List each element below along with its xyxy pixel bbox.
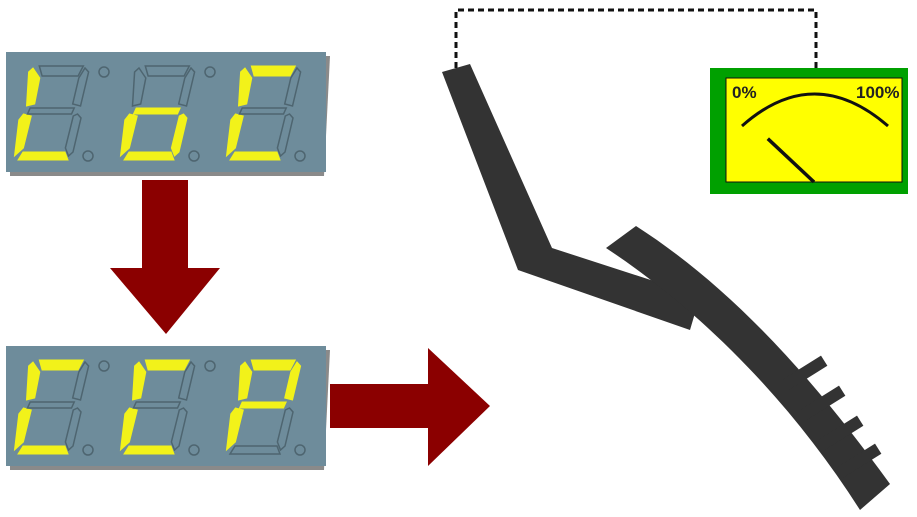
segment-a-on [250,65,297,77]
segment-e-on [225,407,244,452]
segment-g-off [132,401,182,409]
segment-d-on [123,445,175,455]
display-top-digit-3 [225,65,306,162]
segment-b-off [283,66,302,107]
decimal-point [188,150,200,162]
segment-d-on [17,151,69,161]
segment-c-off [276,113,294,158]
display-bottom-digit-3 [225,359,306,456]
segment-g-off [26,107,76,115]
finger-ridges [782,355,882,479]
display-bottom-digit-2 [119,359,216,456]
segment-f-on [25,67,41,107]
segment-c-on [170,113,188,157]
segment-e-on [225,113,244,158]
segment-d-on [229,151,281,161]
arrow-down-icon [110,180,220,334]
finger-upper-segment [442,64,700,330]
seven-segment-display-bottom [6,346,330,470]
decimal-point [82,444,94,456]
segment-d-on [17,445,69,455]
segment-g-off [238,107,288,115]
segment-a-off [38,65,85,77]
segment-g-off [26,401,76,409]
colon-dot [204,360,216,372]
segment-f-on [131,361,147,401]
segment-c-off [64,113,82,158]
segment-b-off [71,66,90,107]
flex-meter: 0% 100% [710,68,908,194]
segment-g-on [238,401,287,409]
finger-lower-segment [606,226,890,510]
decimal-point [82,150,94,162]
decimal-point [188,444,200,456]
colon-dot [98,360,110,372]
arrow-right-icon [330,348,490,466]
segment-f-off [131,66,147,107]
segment-a-on [38,359,85,371]
segment-f-on [25,361,41,401]
colon-dot [98,66,110,78]
segment-e-on [119,113,138,158]
segment-c-off [170,407,188,452]
segment-b-off [71,360,90,401]
segment-f-on [237,361,253,401]
meter-scale-arc [741,92,889,128]
decimal-point [294,444,306,456]
segment-a-off [144,65,191,77]
segment-c-off [276,407,294,452]
segment-b-on [284,361,302,401]
bent-finger-icon [442,64,890,510]
segment-e-on [13,407,32,452]
segment-d-on [123,151,175,161]
segment-g-on [132,107,181,115]
segment-a-on [144,359,191,371]
decimal-point [294,150,306,162]
sensor-wire [454,8,818,78]
segment-a-on [250,359,297,371]
display-bottom-digit-1 [13,359,110,456]
segment-c-off [64,407,82,452]
segment-e-on [119,407,138,452]
display-top-digit-1 [13,65,110,162]
segment-b-off [177,66,196,107]
segment-b-off [177,360,196,401]
meter-needle [766,137,816,184]
seven-segment-display-top [6,52,330,176]
segment-f-on [237,67,253,107]
segment-e-on [13,113,32,158]
colon-dot [204,66,216,78]
meter-max-label: 100% [856,83,899,102]
segment-d-off [228,445,282,455]
display-top-digit-2 [119,65,216,162]
meter-min-label: 0% [732,83,757,102]
